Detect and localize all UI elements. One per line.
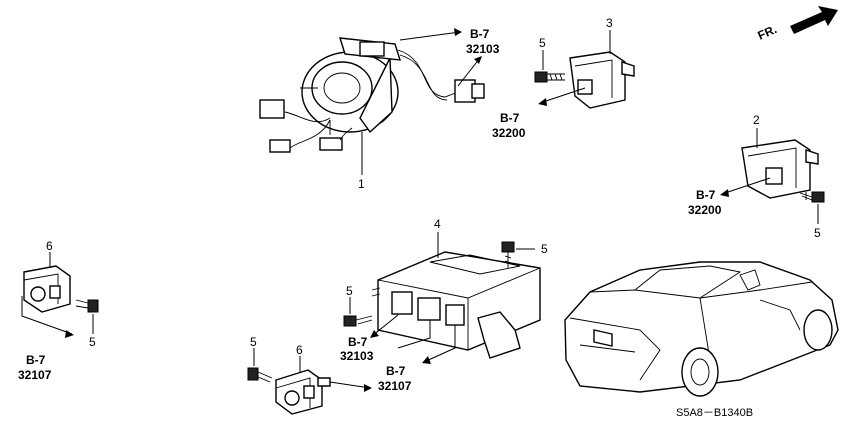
callout-side-sensor-left: 6 — [46, 239, 53, 253]
callout-bolt-bottom: 5 — [250, 335, 257, 349]
front-direction-label: FR. — [756, 22, 779, 43]
callout-bolt-left: 5 — [89, 335, 96, 349]
bolt-left[interactable] — [75, 299, 99, 313]
ref-f-code: 32107 — [378, 379, 412, 393]
srs-unit[interactable] — [371, 251, 541, 359]
callout-bolt-right: 5 — [814, 226, 821, 240]
ref-e-code: 32103 — [340, 349, 374, 363]
leader-bottom-to-ref-f — [329, 381, 371, 389]
arrow-ref-a2-icon — [474, 56, 482, 64]
arrow-ref-e-icon — [370, 330, 379, 338]
front-arrow-icon — [790, 6, 838, 34]
diagram-code: S5A8－B1340B — [676, 407, 753, 419]
ref-b-code: 32200 — [492, 126, 526, 140]
side-impact-sensor-left[interactable] — [23, 265, 71, 313]
ref-a-code: 32103 — [466, 42, 500, 56]
leader-ref-a — [399, 31, 461, 41]
front-direction-indicator: FR. — [756, 6, 838, 43]
arrow-bottom-ref-icon — [364, 384, 372, 392]
ref-c-sheet: B-7 — [696, 188, 716, 202]
leader-ref-d — [21, 296, 73, 335]
leader-ref-f — [397, 320, 456, 363]
bolt-right[interactable] — [799, 191, 825, 203]
arrow-ref-d-icon — [65, 330, 74, 338]
ref-e-sheet: B-7 — [348, 335, 368, 349]
callout-bolt-mid: 5 — [346, 284, 353, 298]
callout-srs-unit: 4 — [434, 217, 441, 231]
callout-side-sensor-bottom: 6 — [296, 343, 303, 357]
ref-c-code: 32200 — [688, 203, 722, 217]
vehicle-outline — [564, 261, 839, 397]
arrow-ref-c-icon — [720, 189, 729, 197]
bolt-upper[interactable] — [534, 71, 565, 83]
side-impact-sensor-bottom[interactable] — [275, 369, 331, 415]
callout-bolt-upper: 5 — [539, 36, 546, 50]
callout-bolt-unit: 5 — [541, 242, 548, 256]
impact-sensor-right[interactable] — [741, 139, 819, 199]
arrow-ref-a-icon — [454, 28, 462, 36]
bolt-unit[interactable] — [501, 241, 515, 268]
leader-ref-e — [371, 314, 399, 337]
leader-ref-b — [539, 87, 586, 104]
arrow-ref-b-icon — [538, 98, 547, 106]
bolt-bottom[interactable] — [247, 367, 273, 383]
bolt-mid[interactable] — [343, 315, 373, 327]
ref-f-sheet: B-7 — [386, 364, 406, 378]
leader-ref-a2 — [457, 57, 481, 87]
callout-sensor-upper: 3 — [606, 16, 613, 30]
callout-cable-reel: 1 — [358, 177, 365, 191]
ref-a-sheet: B-7 — [470, 27, 490, 41]
ref-d-code: 32107 — [18, 368, 52, 382]
ref-b-sheet: B-7 — [500, 111, 520, 125]
impact-sensor-upper[interactable] — [569, 51, 635, 109]
leader-ref-c — [721, 177, 771, 195]
cable-reel[interactable] — [259, 37, 485, 153]
callout-sensor-right: 2 — [753, 113, 760, 127]
ref-d-sheet: B-7 — [26, 353, 46, 367]
arrow-ref-f-icon — [422, 356, 431, 364]
